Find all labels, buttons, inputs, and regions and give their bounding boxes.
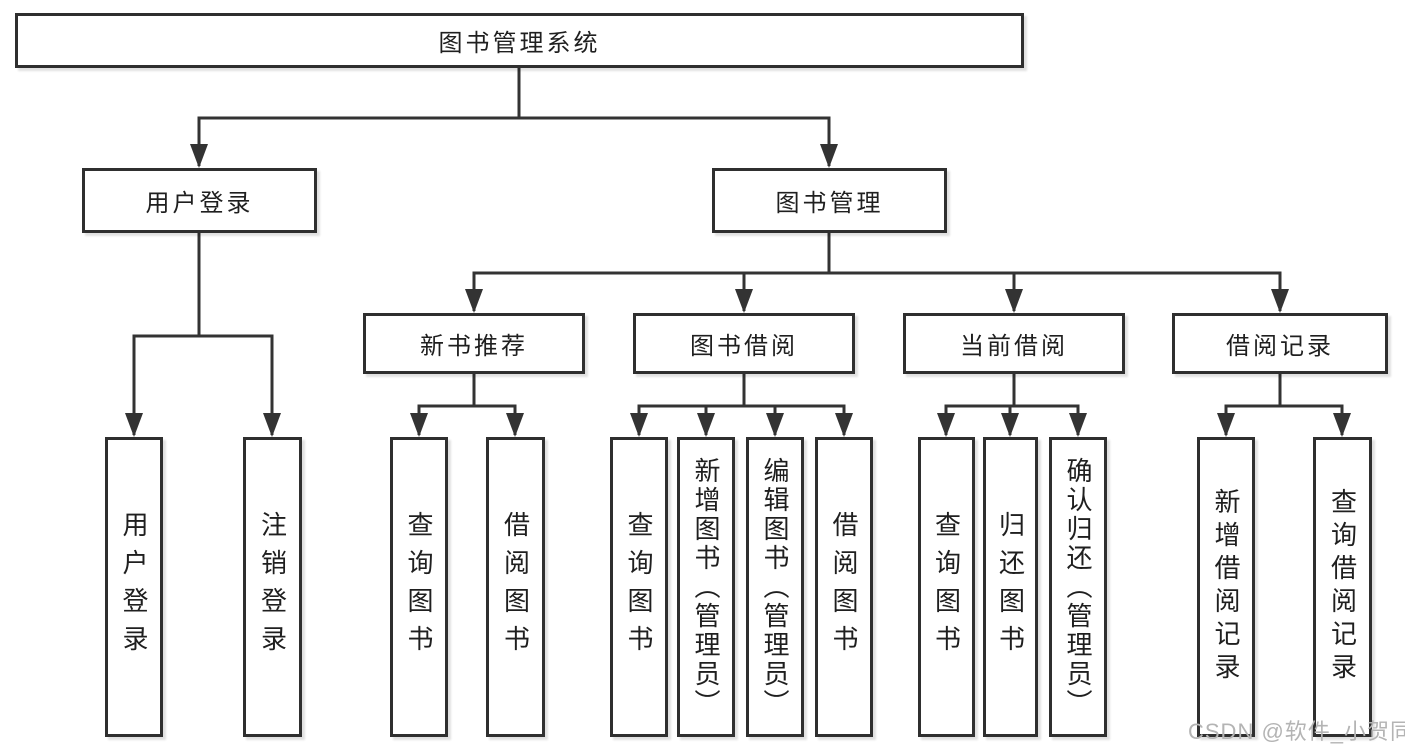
- node-new-book-recommendation: 新书推荐: [363, 313, 585, 374]
- leaf-return-books: 归还图书: [983, 437, 1038, 737]
- leaf-label: 查询图书: [931, 511, 962, 663]
- node-label: 借阅记录: [1226, 333, 1334, 360]
- leaf-label: 归还图书: [995, 511, 1026, 663]
- node-library-management-system: 图书管理系统: [15, 13, 1024, 68]
- node-label: 图书管理系统: [438, 30, 601, 57]
- leaf-query-books-current: 查询图书: [918, 437, 975, 737]
- leaf-label: 借阅图书: [500, 511, 531, 663]
- node-label: 新书推荐: [420, 333, 528, 360]
- leaf-add-books-admin: 新增图书（管理员）: [677, 437, 735, 737]
- leaf-label: 查询图书: [404, 511, 434, 663]
- leaf-edit-books-admin: 编辑图书（管理员）: [746, 437, 804, 737]
- leaf-label: 用户登录: [119, 511, 149, 663]
- node-label: 用户登录: [145, 190, 254, 217]
- leaf-label: 新增图书（管理员）: [691, 456, 721, 718]
- leaf-label: 确认归还（管理员）: [1063, 456, 1093, 718]
- node-current-borrowing: 当前借阅: [903, 313, 1125, 374]
- node-label: 当前借阅: [960, 333, 1068, 360]
- leaf-label: 新增借阅记录: [1211, 488, 1241, 686]
- leaf-query-borrow-record: 查询借阅记录: [1313, 437, 1372, 737]
- node-label: 图书管理: [775, 190, 884, 217]
- node-book-borrowing: 图书借阅: [633, 313, 855, 374]
- node-book-management: 图书管理: [712, 168, 947, 233]
- node-user-login: 用户登录: [82, 168, 317, 233]
- leaf-query-books-borrow: 查询图书: [610, 437, 668, 737]
- csdn-watermark: CSDN @软件_小贺同学: [1188, 719, 1405, 744]
- leaf-label: 借阅图书: [829, 511, 859, 663]
- leaf-confirm-return-admin: 确认归还（管理员）: [1049, 437, 1107, 737]
- leaf-add-borrow-record: 新增借阅记录: [1197, 437, 1255, 737]
- leaf-logout: 注销登录: [243, 437, 302, 737]
- leaf-borrow-books: 借阅图书: [815, 437, 873, 737]
- leaf-query-books-recommend: 查询图书: [390, 437, 448, 737]
- leaf-label: 查询图书: [624, 511, 654, 663]
- node-label: 图书借阅: [690, 333, 798, 360]
- node-borrowing-records: 借阅记录: [1172, 313, 1388, 374]
- connector-stems: [132, 68, 1344, 435]
- leaf-user-login: 用户登录: [105, 437, 163, 737]
- connector-arrowheads: [125, 144, 1351, 437]
- leaf-label: 查询借阅记录: [1327, 488, 1358, 686]
- leaf-label: 编辑图书（管理员）: [760, 456, 790, 718]
- leaf-label: 注销登录: [257, 511, 288, 663]
- leaf-borrow-books-recommend: 借阅图书: [486, 437, 545, 737]
